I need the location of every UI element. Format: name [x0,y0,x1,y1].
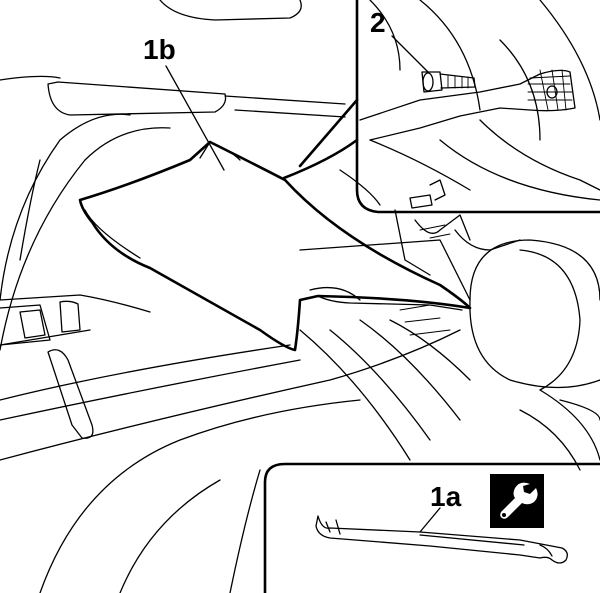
callout-label-2: 2 [370,7,386,38]
callout-label-1a: 1a [430,481,462,512]
detail-pointer [282,98,359,180]
callout-label-1b: 1b [143,34,176,65]
wrench-icon [490,474,544,528]
screw-inset [355,0,600,214]
trim-panel-1b [78,65,472,352]
tool-inset [263,462,600,593]
